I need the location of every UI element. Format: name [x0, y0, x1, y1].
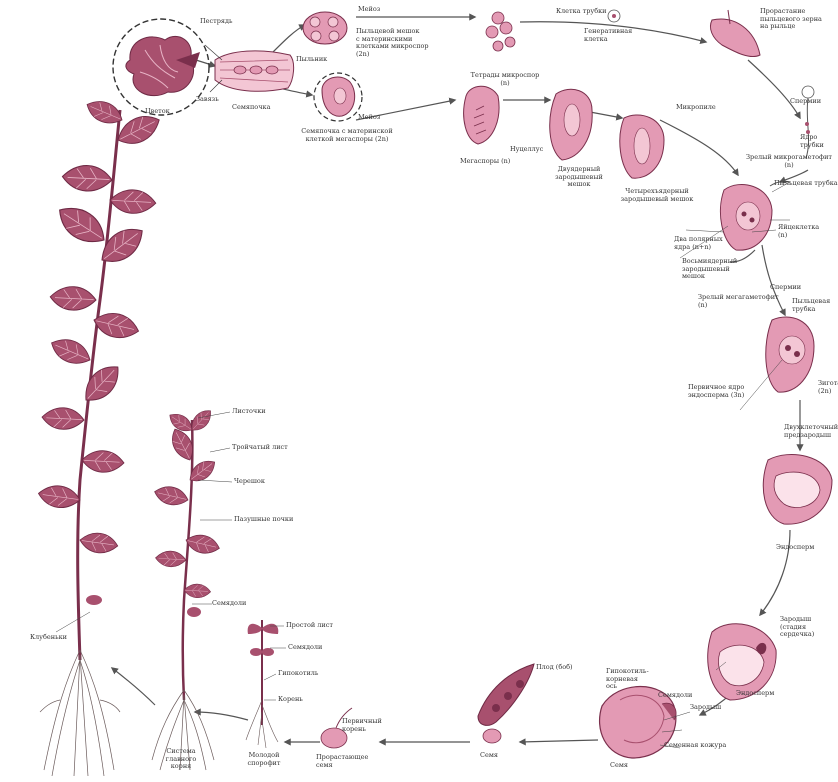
label-cotyledons-young: Семядоли	[288, 644, 322, 652]
label-polar-nuclei: Два полярных ядра (n+n)	[674, 236, 723, 251]
label-young-sporophyte: Молодой спорофит	[236, 752, 292, 767]
label-seed-coat: Семенная кожура	[664, 742, 726, 750]
fertilization-illustration	[766, 317, 814, 392]
label-trifoliate-leaf: Тройчатый лист	[232, 444, 288, 452]
label-tetrads: Тетрады микроспор (n)	[470, 72, 540, 87]
label-microgametophyte: Зрелый микрогаметофит (n)	[740, 154, 838, 169]
label-ovule-mother-cell: Семяпочка с материнской клеткой мегаспор…	[292, 128, 402, 143]
label-endosperm-2: Эндосперм	[736, 690, 774, 698]
label-egg: Яйцеклетка (n)	[778, 224, 819, 239]
label-sperm-2: Спермии	[770, 284, 801, 292]
label-generative-cell: Генеративная клетка	[584, 28, 632, 43]
label-axillary-buds: Пазушные почки	[234, 516, 293, 524]
label-primary-root: Первичный корень	[342, 718, 382, 733]
tetrads-illustration	[486, 12, 515, 51]
anther-illustration	[303, 12, 347, 44]
label-pod: Плод (боб)	[536, 664, 573, 672]
label-primary-endosperm: Первичное ядро эндосперма (3n)	[688, 384, 744, 399]
pollen-grain	[608, 10, 620, 22]
mature-plant	[36, 94, 164, 776]
eight-nucleate-sac	[720, 181, 790, 250]
proembryo-illustration	[763, 454, 832, 524]
label-leaflets: Листочки	[232, 408, 266, 416]
label-simple-leaf: Простой лист	[286, 622, 333, 630]
label-hypocotyl: Гипокотиль	[278, 670, 318, 678]
label-anther: Пыльник	[296, 56, 327, 64]
label-pistil: Пестрядь	[200, 18, 233, 26]
label-petiole: Черешок	[234, 478, 265, 486]
stigma-illustration	[710, 10, 760, 57]
label-germinating-seed: Прорастающее семя	[316, 754, 368, 769]
label-nodules: Клубеньки	[30, 634, 67, 642]
label-pollen-sac: Пыльцевой мешок с материнскими клетками …	[356, 28, 429, 58]
label-cotyledons-mid: Семядоли	[212, 600, 246, 608]
leader-lines	[56, 182, 790, 748]
label-zygote: Зигота (2n)	[818, 380, 838, 395]
label-seed-small: Семя	[480, 752, 498, 760]
label-taproot-system: Система главного корня	[156, 748, 206, 771]
label-two-nucleate: Двуядерный зародышевый мешок	[548, 166, 610, 189]
label-proembryo: Двухклеточный предзародыш	[784, 424, 838, 439]
medium-plant	[152, 407, 222, 770]
label-tube-cell: Клетка трубки	[556, 8, 607, 16]
label-germination: Прорастание пыльцевого зерна на рыльце	[760, 8, 822, 31]
label-eight-nucleate: Восьмиядерный зародышевый мешок	[682, 258, 737, 281]
pistil-illustration	[205, 45, 294, 92]
label-heart-embryo: Зародыш (стадия сердечка)	[780, 616, 838, 639]
label-hypocotyl-root-axis: Гипокотиль- корневая ось	[606, 668, 649, 691]
four-nucleate-sac	[620, 115, 664, 178]
label-ovary: Завязь	[196, 96, 219, 104]
ovule-illustration	[314, 73, 362, 121]
label-megagametophyte: Зрелый мегагаметофит (n)	[698, 294, 779, 309]
young-sporophyte	[246, 620, 278, 748]
small-seed	[483, 729, 501, 743]
label-embryo-seed: Зародыш	[690, 704, 721, 712]
label-meiosis-1: Мейоз	[358, 6, 380, 14]
label-flower: Цветок	[145, 108, 170, 116]
label-tube-nucleus: Ядро трубки	[800, 134, 824, 149]
label-nucellus: Нуцеллус	[510, 146, 543, 154]
label-endosperm-1: Эндосперм	[776, 544, 814, 552]
cycle-arrows	[112, 17, 808, 742]
label-micropyle: Микропиле	[676, 104, 716, 112]
label-sperm: Спермии	[790, 98, 821, 106]
pod-illustration	[478, 664, 534, 725]
label-four-nucleate: Четырехъядерный зародышевый мешок	[612, 188, 702, 203]
flower-illustration	[113, 19, 209, 115]
label-cotyledons-seed: Семядоли	[658, 692, 692, 700]
label-ovule: Семяпочка	[232, 104, 270, 112]
label-pollen-tube-1: Пыльцевая трубка	[774, 180, 838, 188]
megaspores-illustration	[464, 86, 499, 144]
label-megaspores: Мегаспоры (n)	[460, 158, 510, 166]
label-seed-large: Семя	[610, 762, 628, 770]
two-nucleate-sac	[550, 89, 592, 160]
label-pollen-tube-2: Пыльцевая трубка	[792, 298, 830, 313]
label-root: Корень	[278, 696, 303, 704]
label-meiosis-2: Мейоз	[358, 114, 380, 122]
